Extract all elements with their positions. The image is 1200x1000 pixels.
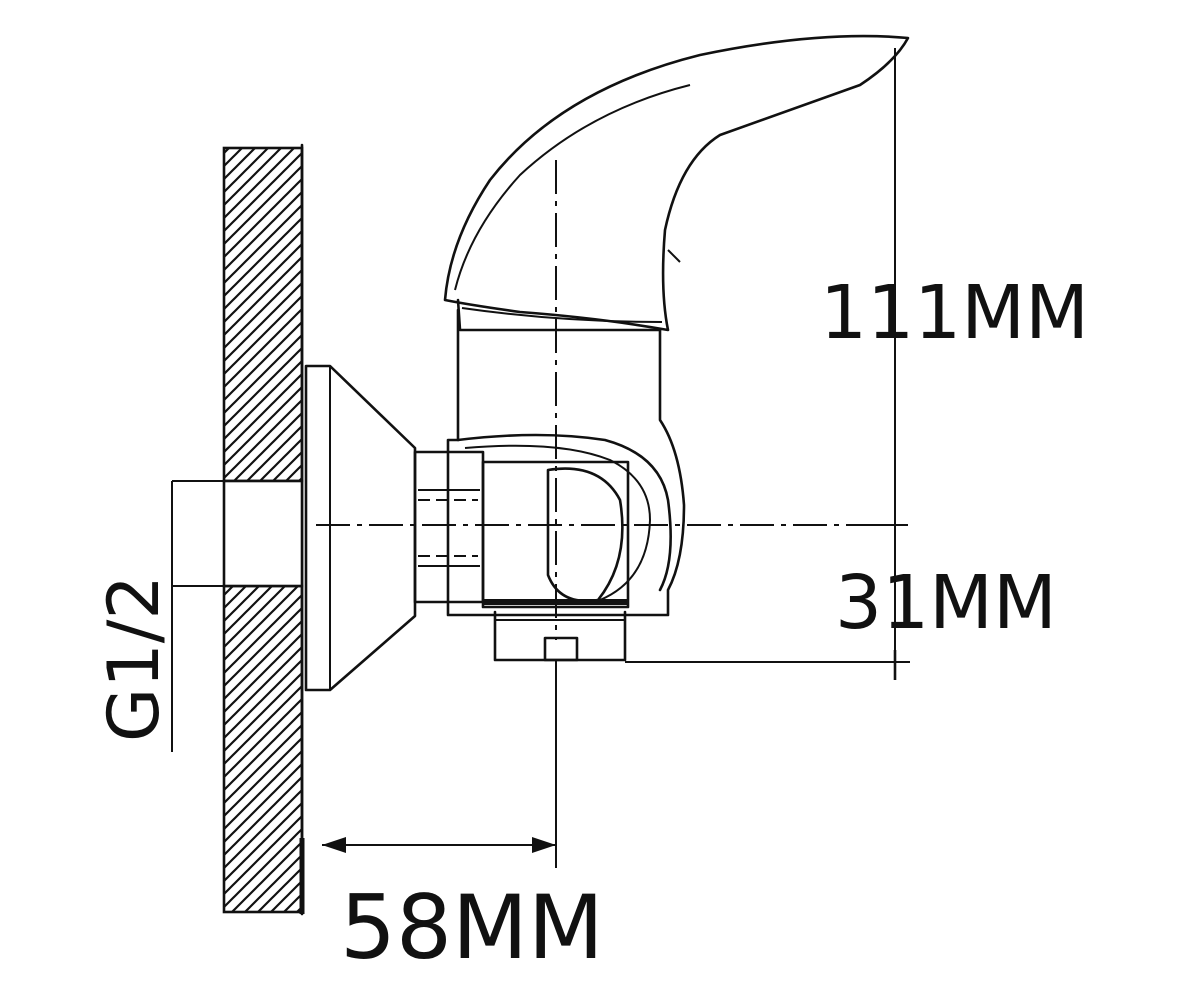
wall-section	[222, 143, 305, 916]
inlet-pipe	[171, 479, 304, 752]
dimension-lines	[322, 48, 910, 868]
dim-label-31mm: 31MM	[835, 560, 1057, 646]
center-lines	[316, 160, 900, 640]
mixer-body	[446, 308, 686, 617]
wall-flange	[304, 364, 417, 692]
dim-label-thread: G1/2	[93, 575, 175, 742]
dim-label-58mm: 58MM	[340, 876, 604, 979]
dim-label-111mm: 111MM	[820, 270, 1089, 356]
lever-handle	[443, 34, 910, 332]
outlet-spout	[493, 610, 627, 662]
